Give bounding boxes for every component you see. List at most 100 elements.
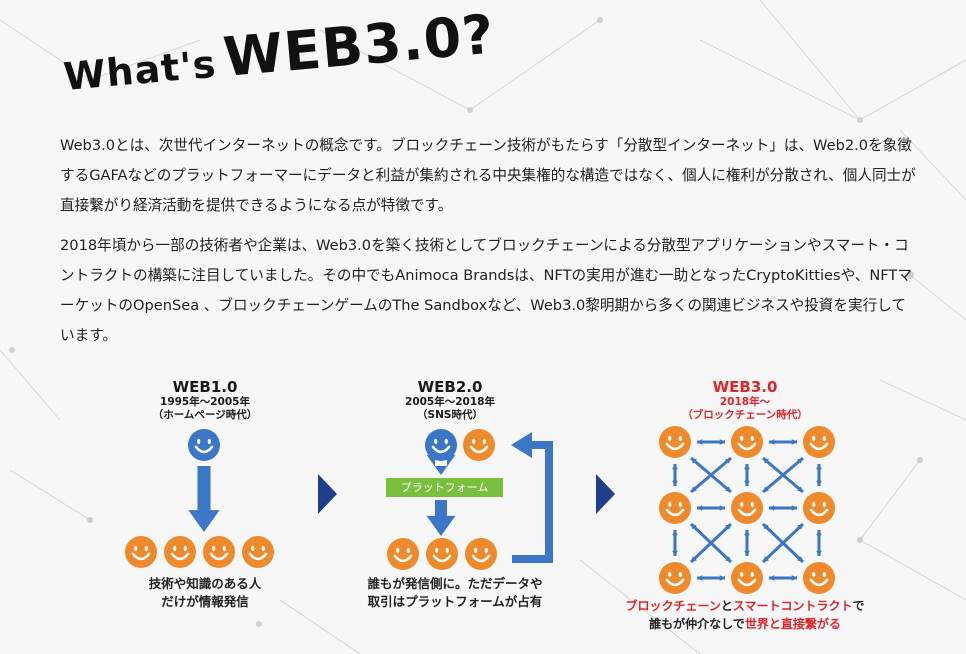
web3-orange-face-icon xyxy=(731,426,763,458)
web3-diagonal-arrow xyxy=(761,522,805,564)
web3-caption-line2: 誰もが仲介なしで世界と直接繋がる xyxy=(620,615,870,633)
web3-orange-face-icon xyxy=(659,426,691,458)
web3-orange-face-icon xyxy=(803,562,835,594)
web3-link-arrow-head xyxy=(769,439,775,445)
intro-paragraph-2: 2018年頃から一部の技術者や企業は、Web3.0を築く技術としてブロックチェー… xyxy=(60,237,912,344)
platform-label: プラットフォーム xyxy=(400,481,489,494)
web3-link-arrow-head xyxy=(744,550,750,556)
web3-diagonal-arrow-head xyxy=(691,556,697,562)
web3-orange-face-icon xyxy=(803,426,835,458)
web3-caption-line1: ブロックチェーンとスマートコントラクトで xyxy=(620,597,870,615)
web3-period: 2018年～ xyxy=(719,396,771,408)
web3-diagonal-arrow xyxy=(689,522,733,564)
web3-caption-de: で xyxy=(852,599,865,613)
web1-era: （ホームページ時代） xyxy=(152,409,258,421)
web3-link-arrow-head xyxy=(791,505,797,511)
web2-period: 2005年～2018年 xyxy=(405,396,495,408)
web2-blue-face-icon xyxy=(425,429,457,461)
web1-blue-face-icon xyxy=(188,429,220,461)
web3-link-arrow-head xyxy=(672,550,678,556)
platform-bar: プラットフォーム xyxy=(386,478,503,497)
web3-orange-face-icon xyxy=(731,492,763,524)
web1-name: WEB1.0 xyxy=(172,378,238,396)
web3-diagonal-arrow-head xyxy=(691,486,697,492)
web3-diagonal-arrow-head xyxy=(725,458,731,464)
web3-diagonal-arrow-head xyxy=(725,556,731,562)
web2-caption-line2: 取引はプラットフォームが占有 xyxy=(367,594,543,609)
web1-caption: 技術や知識のある人 だけが情報発信 xyxy=(110,575,300,611)
intro-paragraph-1: Web3.0とは、次世代インターネットの概念です。ブロックチェーン技術がもたらす… xyxy=(60,137,916,214)
web2-feedback-arrow xyxy=(512,441,553,563)
web3-caption-smartcontract: スマートコントラクト xyxy=(732,599,853,613)
web3-caption-direct: 世界と直接繋がる xyxy=(744,617,841,631)
web3-link-arrow-head xyxy=(816,464,822,470)
web2-header: WEB2.0 2005年～2018年 （SNS時代） xyxy=(375,379,525,422)
web2-orange-face-icon xyxy=(387,538,419,570)
web3-diagonal-arrow-head xyxy=(797,458,803,464)
web2-caption-line1: 誰もが発信側に。ただデータや xyxy=(367,576,543,591)
web1-orange-face-icon xyxy=(125,536,157,568)
web3-diagonal-arrow-head xyxy=(725,486,731,492)
web3-link-arrow-head xyxy=(719,439,725,445)
web3-link-arrow-head xyxy=(697,505,703,511)
web3-link-arrow-head xyxy=(744,480,750,486)
web1-header: WEB1.0 1995年～2005年 （ホームページ時代） xyxy=(130,379,280,422)
web3-link-arrow-head xyxy=(744,530,750,536)
web3-diagonal-arrow-head xyxy=(797,486,803,492)
web3-diagonal-arrow xyxy=(762,456,804,494)
web3-diagonal-arrow-head xyxy=(763,556,769,562)
web3-caption-nomiddle: 誰もが仲介なしで xyxy=(649,617,745,631)
web3-diagonal-arrow-head xyxy=(763,458,769,464)
web3-orange-face-icon xyxy=(803,492,835,524)
web2-orange-face-icon xyxy=(426,538,458,570)
web3-orange-face-icon xyxy=(659,492,691,524)
web3-link-arrow-head xyxy=(791,575,797,581)
web1-caption-line2: だけが情報発信 xyxy=(161,594,249,609)
web3-link-arrow-head xyxy=(769,575,775,581)
web3-diagonal-arrow-head xyxy=(691,524,697,530)
web3-diagonal-arrow-head xyxy=(763,524,769,530)
web2-down-arrow-top xyxy=(426,454,456,475)
web3-diagonal-arrow-head xyxy=(797,524,803,530)
web2-down-arrow-bottom xyxy=(426,500,456,536)
web3-diagonal-arrow-head xyxy=(691,458,697,464)
web3-link-arrow-head xyxy=(697,439,703,445)
web3-orange-face-icon xyxy=(659,562,691,594)
web1-down-arrow xyxy=(188,466,220,532)
web2-orange-face-icon xyxy=(465,538,497,570)
web3-link-arrow-head xyxy=(719,505,725,511)
web2-feedback-arrow-head xyxy=(511,432,532,458)
web2-orange-face-icon xyxy=(463,429,495,461)
web2-era: （SNS時代） xyxy=(417,409,483,421)
web3-link-arrow-head xyxy=(719,575,725,581)
web3-orange-face-icon xyxy=(731,562,763,594)
web1-caption-line1: 技術や知識のある人 xyxy=(148,576,262,591)
web3-link-arrow-head xyxy=(769,505,775,511)
web3-diagonal-arrow-head xyxy=(763,486,769,492)
web3-header: WEB3.0 2018年～ （ブロックチェーン時代） xyxy=(660,379,830,422)
web3-link-arrow-head xyxy=(816,480,822,486)
web3-caption-and: と xyxy=(720,599,733,613)
web3-link-arrow-head xyxy=(744,464,750,470)
chevron-right-icon xyxy=(318,474,337,514)
web1-orange-face-icon xyxy=(203,536,235,568)
web3-diagonal-arrow xyxy=(690,456,732,494)
web3-era: （ブロックチェーン時代） xyxy=(682,409,808,421)
web3-link-arrow-head xyxy=(791,439,797,445)
web1-orange-face-icon xyxy=(242,536,274,568)
web1-period: 1995年～2005年 xyxy=(160,396,250,408)
web3-name: WEB3.0 xyxy=(712,378,778,396)
web2-name: WEB2.0 xyxy=(417,378,483,396)
web3-caption-blockchain: ブロックチェーン xyxy=(625,599,721,613)
web1-orange-face-icon xyxy=(164,536,196,568)
web3-link-arrow-head xyxy=(697,575,703,581)
web3-link-arrow-head xyxy=(672,480,678,486)
web3-link-arrow-head xyxy=(672,530,678,536)
web3-link-arrow-head xyxy=(816,550,822,556)
web3-diagonal-arrow-head xyxy=(797,556,803,562)
web3-caption: ブロックチェーンとスマートコントラクトで 誰もが仲介なしで世界と直接繋がる xyxy=(620,597,870,633)
chevron-right-icon xyxy=(596,474,615,514)
web3-diagonal-arrow-head xyxy=(725,524,731,530)
